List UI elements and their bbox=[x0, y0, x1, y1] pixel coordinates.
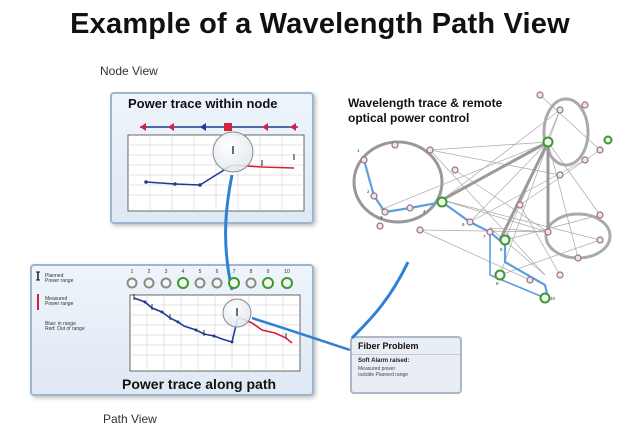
fiber-problem-callout: Fiber Problem Soft Alarm raised: Measure… bbox=[350, 336, 462, 394]
path-node-number: 1 bbox=[131, 269, 134, 275]
path-node-number: 6 bbox=[216, 269, 219, 275]
path-panel-title: Power trace along path bbox=[122, 376, 277, 392]
legend-markers bbox=[36, 271, 40, 310]
path-node-numbers: 1 2 3 4 5 6 7 8 9 10 bbox=[131, 269, 290, 275]
svg-text:1: 1 bbox=[357, 148, 360, 153]
page-title: Example of a Wavelength Path View bbox=[70, 8, 570, 40]
connector-node-to-path bbox=[224, 174, 234, 291]
svg-text:2: 2 bbox=[367, 189, 370, 194]
svg-text:9: 9 bbox=[496, 281, 499, 286]
connector-network-to-callout bbox=[350, 261, 410, 340]
callout-subtitle: Soft Alarm raised: bbox=[358, 358, 410, 364]
network-wavelength-path bbox=[362, 159, 550, 299]
svg-text:7: 7 bbox=[483, 234, 486, 239]
svg-text:3: 3 bbox=[380, 215, 383, 220]
path-node-markers bbox=[126, 277, 293, 289]
node-panel-title: Power trace within node bbox=[128, 96, 278, 111]
svg-text:10: 10 bbox=[550, 296, 556, 301]
svg-text:6: 6 bbox=[462, 222, 465, 227]
network-graph: 1 2 3 4 6 7 8 9 10 bbox=[352, 91, 613, 304]
path-node-number: 2 bbox=[148, 269, 151, 275]
callout-title: Fiber Problem bbox=[352, 338, 460, 355]
network-node-numbers: 1 2 3 4 6 7 8 9 10 bbox=[357, 148, 556, 301]
connector-to-callout bbox=[251, 316, 351, 352]
path-power-trace-alarm bbox=[237, 316, 293, 344]
path-node-number: 3 bbox=[165, 269, 168, 275]
path-node-number: 4 bbox=[182, 269, 185, 275]
node-component-strip bbox=[140, 123, 298, 131]
path-node-number: 10 bbox=[284, 269, 290, 275]
svg-text:8: 8 bbox=[500, 247, 503, 252]
path-node-number: 8 bbox=[250, 269, 253, 275]
node-view-label: Node View bbox=[100, 64, 158, 78]
path-node-number: 5 bbox=[199, 269, 202, 275]
path-node-number: 9 bbox=[267, 269, 270, 275]
path-view-label: Path View bbox=[103, 412, 157, 426]
node-power-trace bbox=[145, 164, 233, 186]
svg-text:4: 4 bbox=[423, 209, 426, 214]
path-node-number: 7 bbox=[233, 269, 236, 275]
